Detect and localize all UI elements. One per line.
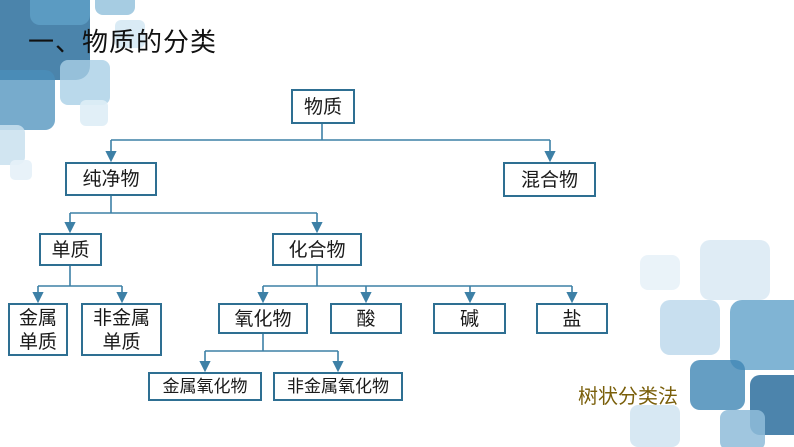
connector-root <box>111 124 550 141</box>
connector-oxide <box>205 334 338 352</box>
node-metal-element: 金属 单质 <box>8 303 68 356</box>
node-salt: 盐 <box>536 303 608 334</box>
node-nonmetal-oxide: 非金属氧化物 <box>273 372 403 401</box>
connector-compound <box>263 266 572 287</box>
node-compound: 化合物 <box>272 233 362 266</box>
node-oxide: 氧化物 <box>218 303 308 334</box>
connector-element <box>38 266 122 287</box>
node-base: 碱 <box>433 303 506 334</box>
node-acid: 酸 <box>330 303 402 334</box>
connector-pure <box>70 196 317 214</box>
bottom-right-pattern <box>630 240 794 447</box>
node-metal-oxide: 金属氧化物 <box>148 372 262 401</box>
page-title: 一、物质的分类 <box>28 28 218 58</box>
node-substance: 物质 <box>291 89 355 124</box>
top-left-pattern <box>0 0 145 180</box>
node-mixture: 混合物 <box>503 162 596 197</box>
node-element: 单质 <box>39 233 102 266</box>
node-nonmetal-element: 非金属 单质 <box>81 303 162 356</box>
node-pure-substance: 纯净物 <box>65 162 157 196</box>
tree-classification-caption: 树状分类法 <box>578 384 678 408</box>
